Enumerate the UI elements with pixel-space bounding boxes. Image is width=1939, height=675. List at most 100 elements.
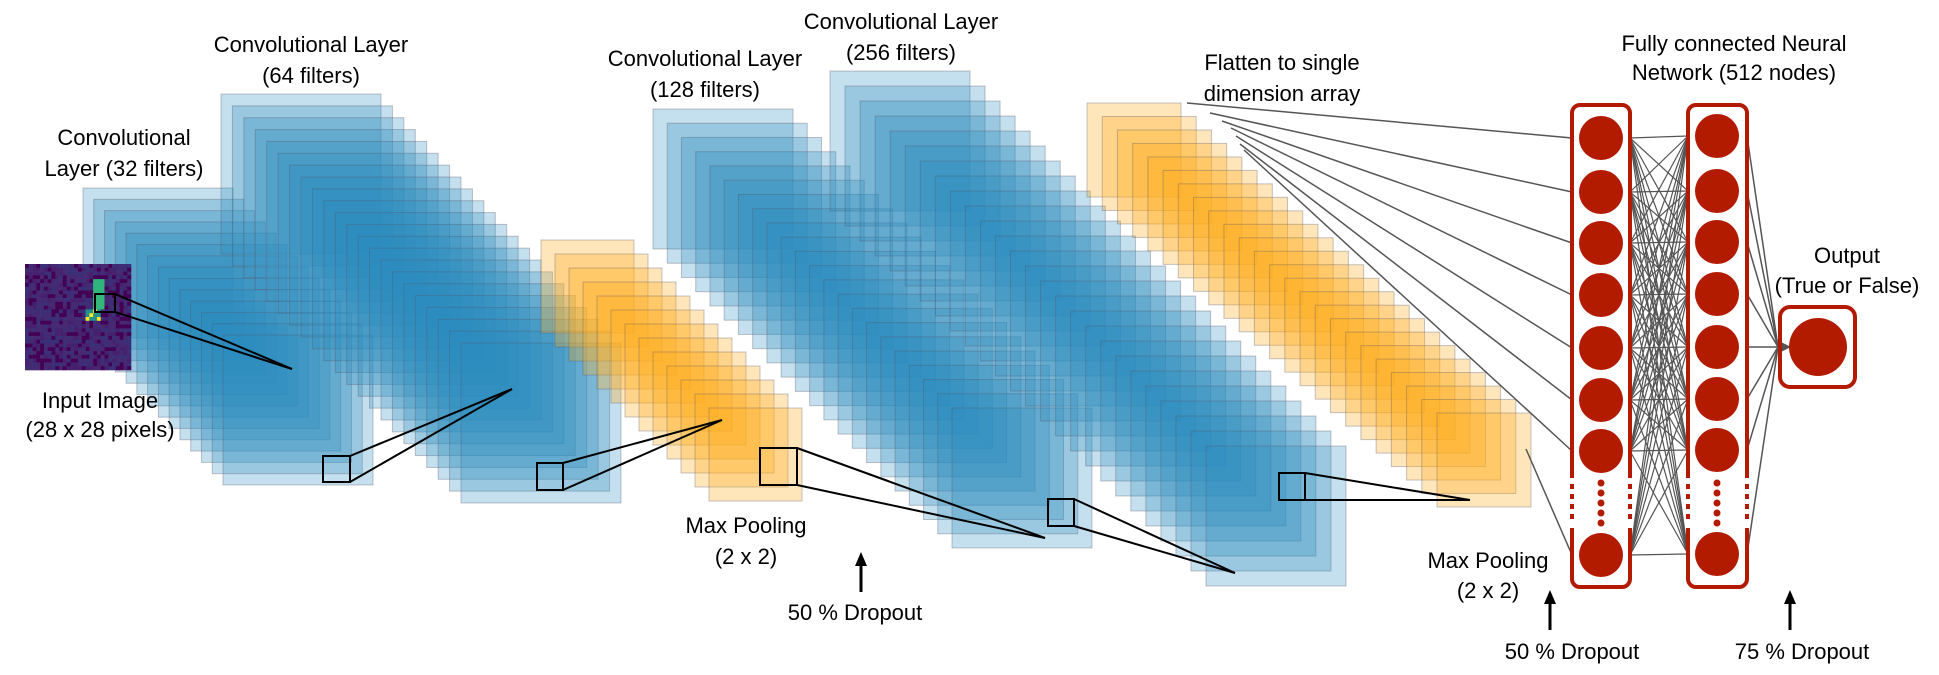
pixel [25,317,30,322]
input-image [25,264,132,371]
pixel [43,351,49,356]
receptive-field [1278,472,1471,501]
pixel [59,332,64,337]
pixel [66,271,71,276]
label-line: Layer (32 filters) [45,156,204,181]
pixel [51,347,56,352]
pixel [81,279,86,284]
pixel [36,324,41,329]
pixel [28,294,33,299]
pixel [36,320,41,325]
pixel [89,279,94,284]
pixel [89,351,94,356]
pixel [40,264,45,269]
pixel [104,264,109,269]
pixel [59,313,64,318]
neuron [1579,533,1623,577]
pixel [66,320,71,325]
pixel [59,267,64,272]
pixel [96,290,102,295]
pixel [108,320,113,325]
neuron [1695,272,1739,316]
neuron [1695,532,1739,576]
pixel [70,351,75,356]
pixel [78,286,83,291]
pixel [36,339,41,344]
pixel [96,313,102,318]
pixel [96,279,102,284]
pixel [108,264,113,269]
pixel [70,286,75,291]
pixel [55,294,60,299]
pixel [59,309,64,314]
pixel [85,275,90,280]
pixel [47,320,52,325]
pixel [70,317,75,322]
kernel-box [322,455,351,483]
pixel [104,324,109,329]
pixel [36,351,41,356]
pixel [47,332,52,337]
dropout-3: 75 % Dropout [1735,590,1869,664]
pixel [104,317,109,322]
pixel [59,335,64,341]
arrow-head-icon [855,552,867,566]
pixel [47,339,52,344]
pixel [62,317,67,322]
pixel [25,339,30,344]
pixel [104,335,109,341]
pixel [127,343,132,348]
pixel [40,279,45,284]
pixel [100,347,105,352]
dash [1570,504,1574,509]
layer-box [1570,103,1632,589]
dense-connection [1629,190,1689,452]
feature-map [934,175,1076,317]
pixel [51,358,56,363]
pixel [104,362,109,367]
pixel [59,324,64,329]
feature-map [894,350,1036,492]
pixel [85,362,90,367]
pixel [89,267,94,272]
pixel [59,305,64,310]
feature-map [666,122,808,264]
pixel [28,271,33,276]
dropout-label: 50 % Dropout [1505,639,1640,664]
pixel [66,264,71,269]
dense-connection [1629,135,1689,452]
pixel [51,328,56,333]
pixel [36,317,41,322]
pixel [93,317,98,322]
feature-map [1145,385,1287,527]
pixel [127,324,132,329]
pixel [25,320,30,325]
pixel [55,305,60,310]
pixel [32,328,37,333]
feature-map [610,309,705,404]
pixel [123,267,128,272]
pixel [93,286,98,291]
pixel [112,286,117,291]
neuron [1695,325,1739,369]
pixel [74,320,79,325]
pixel [66,324,71,329]
pixel [115,309,120,314]
pixel [85,279,90,284]
pixel [96,347,102,352]
pixel [51,264,56,269]
pixel [40,339,45,344]
pixel [66,328,71,333]
pixel [89,347,94,352]
pixel [100,313,105,318]
dense-connection [1629,449,1689,556]
pixel [123,354,128,359]
pixel [119,298,124,303]
pixel [119,343,124,348]
pixel [32,305,37,310]
pixel [85,290,90,295]
ellipsis-dot [1597,479,1605,487]
pixel [59,294,64,299]
feature-map [266,140,428,302]
pixel [81,309,86,314]
